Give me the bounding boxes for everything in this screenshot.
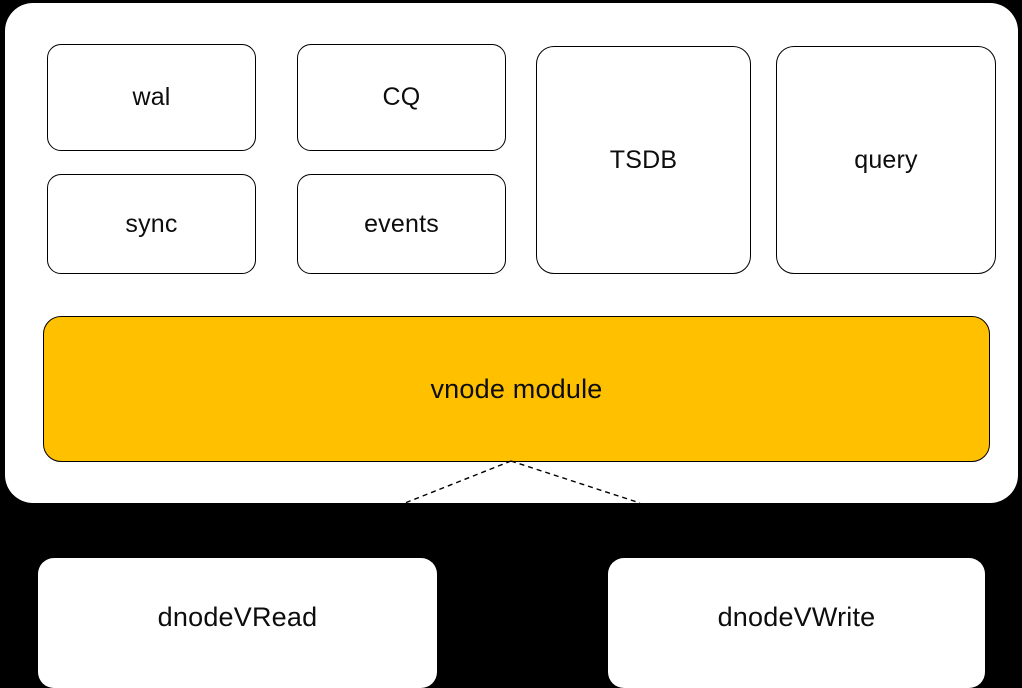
module-label-wal: wal (132, 83, 171, 111)
module-box-cq[interactable]: CQ (297, 44, 506, 151)
module-box-sync[interactable]: sync (47, 174, 256, 274)
vnode-container: wal CQ sync events TSDB query vnode modu… (5, 3, 1018, 503)
module-label-cq: CQ (382, 83, 421, 111)
dnode-label-dnodevread: dnodeVRead (157, 602, 318, 632)
module-box-wal[interactable]: wal (47, 44, 256, 151)
dnode-box-dnodevread[interactable]: dnodeVRead (38, 558, 437, 688)
module-box-tsdb[interactable]: TSDB (536, 46, 751, 274)
module-label-tsdb: TSDB (609, 145, 678, 174)
dnode-label-dnodevwrite: dnodeVWrite (717, 602, 876, 632)
dnode-box-dnodevwrite[interactable]: dnodeVWrite (608, 558, 985, 688)
module-box-events[interactable]: events (297, 174, 506, 274)
module-label-sync: sync (125, 209, 178, 238)
diagram-canvas: wal CQ sync events TSDB query vnode modu… (5, 3, 1018, 688)
vnode-module-bar[interactable]: vnode module (43, 316, 990, 462)
vnode-module-label: vnode module (430, 373, 603, 404)
module-box-query[interactable]: query (776, 46, 996, 274)
module-label-query: query (854, 145, 918, 174)
module-label-events: events (364, 209, 439, 238)
